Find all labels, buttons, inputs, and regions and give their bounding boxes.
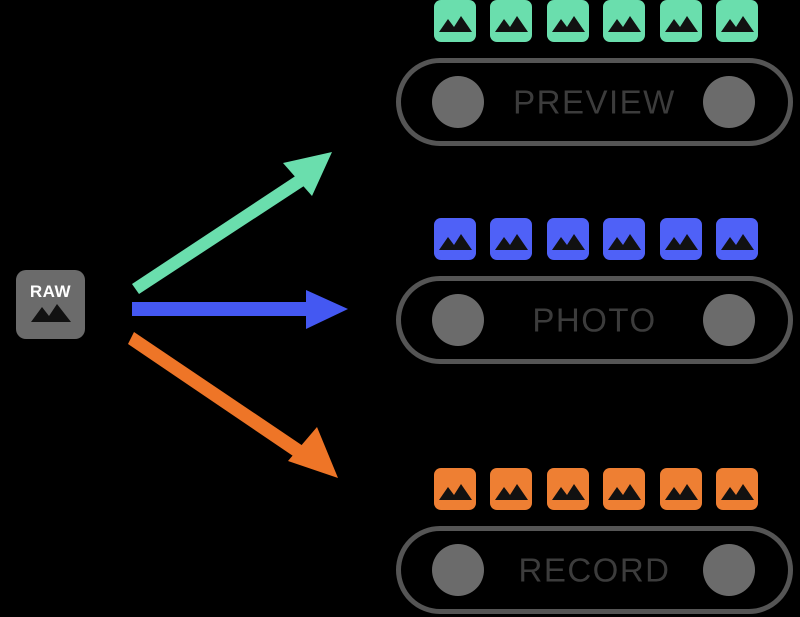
frame-tile (659, 0, 702, 42)
raw-label: RAW (29, 281, 72, 301)
image-icon (603, 468, 645, 510)
image-icon (716, 218, 758, 260)
frame-tile (603, 468, 646, 510)
image-icon (660, 468, 702, 510)
belt-label-record: RECORD (518, 551, 671, 589)
raw-source-box: RAW (16, 270, 85, 339)
roller-left (432, 294, 484, 346)
frame-tile (603, 0, 646, 42)
image-icon (716, 468, 758, 510)
frame-tile (490, 0, 533, 42)
belt-preview: PREVIEW (396, 58, 793, 146)
frame-tile (490, 218, 533, 260)
image-icon (29, 302, 73, 327)
frame-tile (490, 468, 533, 510)
frame-tile (546, 0, 589, 42)
tile-row-photo (434, 218, 758, 262)
arrow-to-record (128, 332, 338, 478)
image-icon (434, 0, 476, 42)
roller-right (703, 294, 755, 346)
roller-left (432, 76, 484, 128)
image-icon (547, 468, 589, 510)
frame-tile (659, 218, 702, 260)
frame-tile (603, 218, 646, 260)
image-icon (434, 468, 476, 510)
frame-tile (434, 218, 476, 260)
arrow-to-photo (132, 290, 348, 329)
tile-row-preview (434, 0, 758, 44)
image-icon (490, 0, 532, 42)
frame-tile (716, 0, 758, 42)
image-icon (603, 0, 645, 42)
image-icon (490, 218, 532, 260)
image-icon (716, 0, 758, 42)
image-icon (490, 468, 532, 510)
frame-tile (659, 468, 702, 510)
roller-right (703, 544, 755, 596)
tile-row-record (434, 468, 758, 512)
image-icon (434, 218, 476, 260)
belt-label-preview: PREVIEW (513, 83, 676, 121)
belt-photo: PHOTO (396, 276, 793, 364)
arrow-to-preview (132, 152, 332, 294)
belt-record: RECORD (396, 526, 793, 614)
frame-tile (546, 468, 589, 510)
image-icon (547, 218, 589, 260)
frame-tile (434, 468, 476, 510)
frame-tile (434, 0, 476, 42)
image-icon (660, 0, 702, 42)
frame-tile (716, 218, 758, 260)
roller-left (432, 544, 484, 596)
belt-label-photo: PHOTO (532, 301, 657, 339)
frame-tile (716, 468, 758, 510)
image-icon (603, 218, 645, 260)
image-icon (660, 218, 702, 260)
frame-tile (546, 218, 589, 260)
image-icon (547, 0, 589, 42)
roller-right (703, 76, 755, 128)
